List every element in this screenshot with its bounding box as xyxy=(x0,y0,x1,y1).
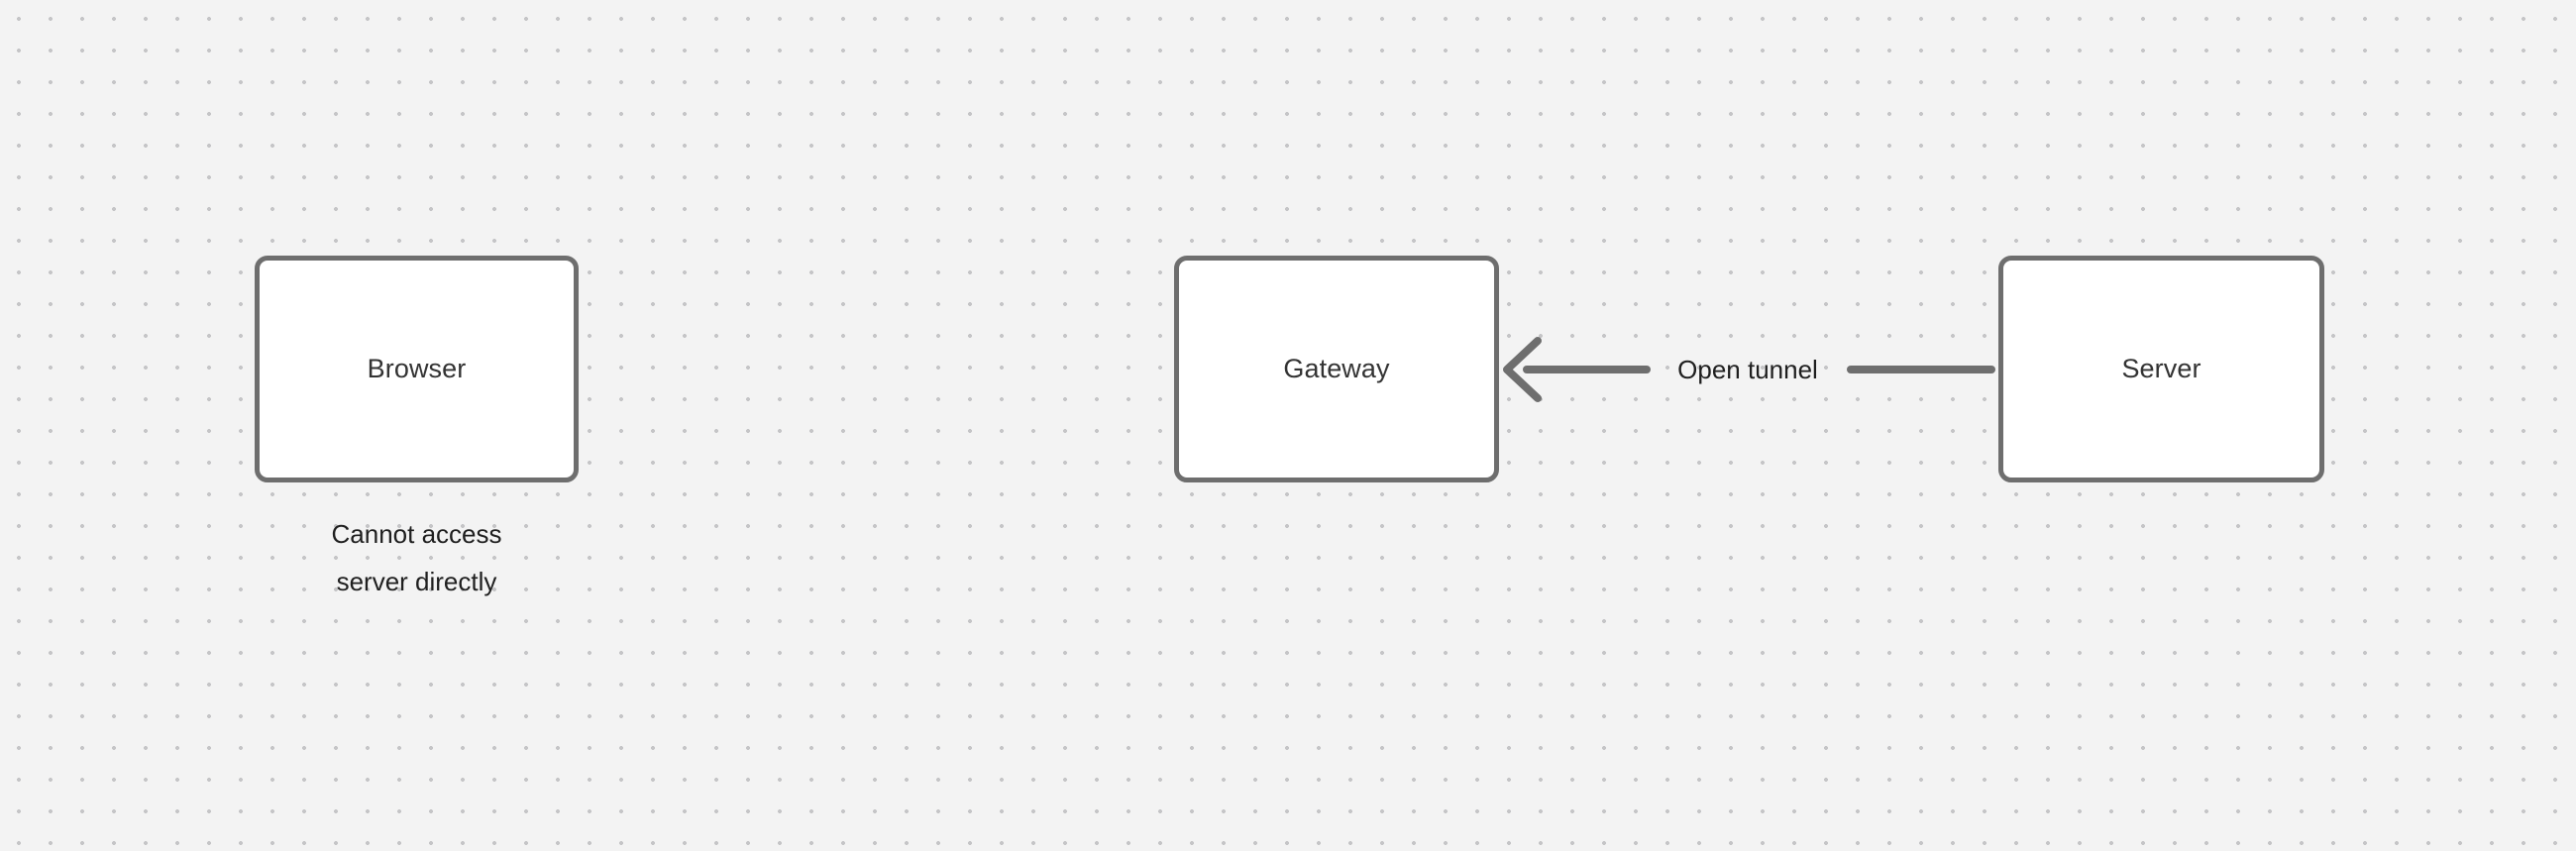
node-gateway-label: Gateway xyxy=(1283,354,1390,383)
node-server-label: Server xyxy=(2121,354,2201,383)
browser-note: Cannot access server directly xyxy=(255,510,579,605)
node-browser-label: Browser xyxy=(367,354,467,383)
node-browser[interactable]: Browser xyxy=(255,256,579,482)
edge-label-open-tunnel: Open tunnel xyxy=(1677,355,1818,384)
browser-note-line-1: Cannot access xyxy=(331,519,502,549)
browser-note-line-2: server directly xyxy=(336,567,497,596)
node-server[interactable]: Server xyxy=(1998,256,2324,482)
edge-arrowhead-icon xyxy=(1503,337,1542,402)
node-gateway[interactable]: Gateway xyxy=(1174,256,1499,482)
